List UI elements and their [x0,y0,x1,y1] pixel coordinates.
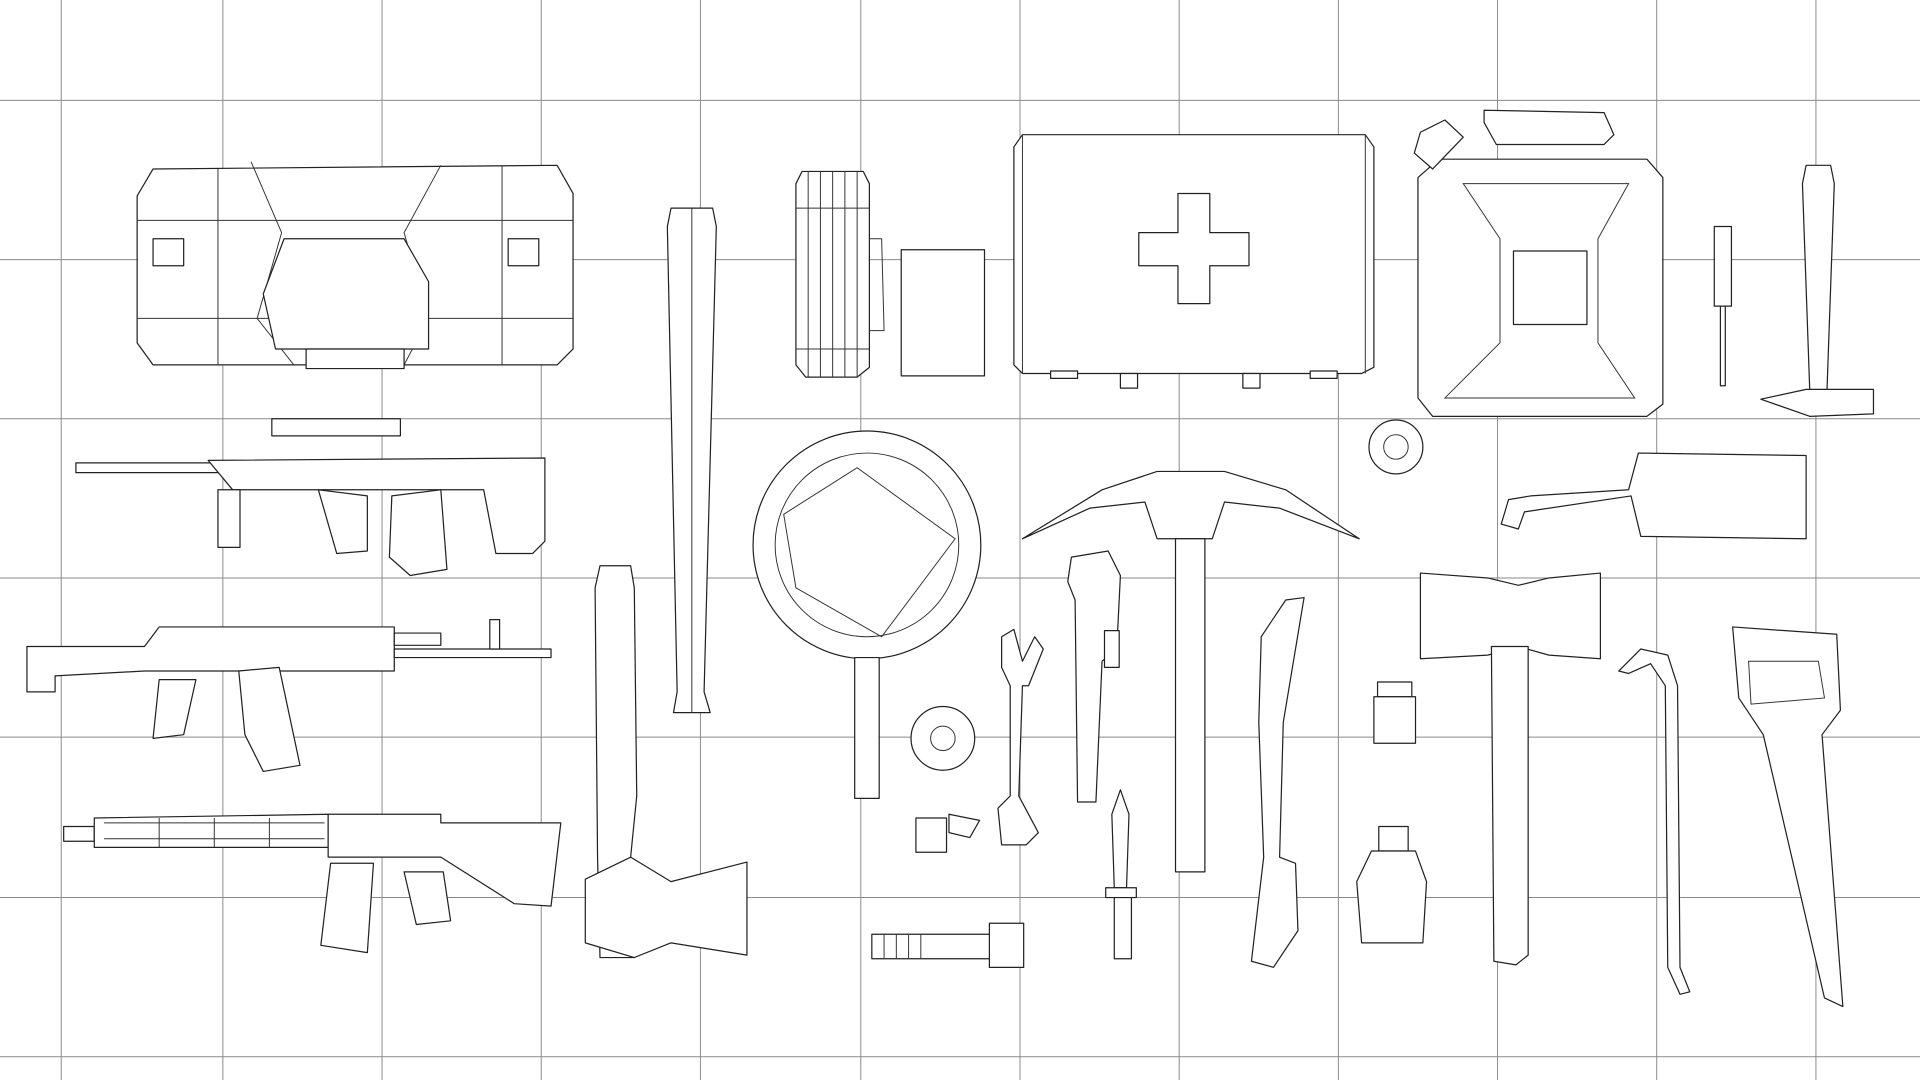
flashlight-icon [871,922,1025,968]
wrench-icon [997,628,1044,846]
saw-icon [1500,452,1807,540]
lighter-icon [915,813,981,853]
assault-rifle-icon [26,618,552,773]
jerry-can-icon [1413,109,1664,417]
sniper-rifle-icon [75,418,546,577]
flask-icon [1356,825,1428,944]
pickaxe-icon [1021,470,1360,873]
shotgun-icon [63,813,562,954]
handsaw-icon [1732,626,1844,1008]
tape-roll-icon [1368,419,1424,475]
backpack-icon [136,161,574,370]
crowbar-icon [1618,648,1691,995]
hammer-icon [1760,164,1875,417]
screwdriver-icon [1713,225,1733,387]
sledgehammer-icon [1419,572,1602,966]
first-aid-kit-icon [1013,134,1375,389]
knife-icon [1105,789,1137,960]
frying-pan-icon [752,430,982,799]
notebook-icon [900,249,986,377]
pipe-wrench-icon [1067,550,1122,803]
thermos-icon [795,170,885,378]
baseball-bat-icon [666,207,717,714]
fire-axe-icon [584,565,748,959]
bottle-icon [1373,681,1417,744]
machete-icon [1250,596,1305,968]
grenade-icon [910,705,976,771]
